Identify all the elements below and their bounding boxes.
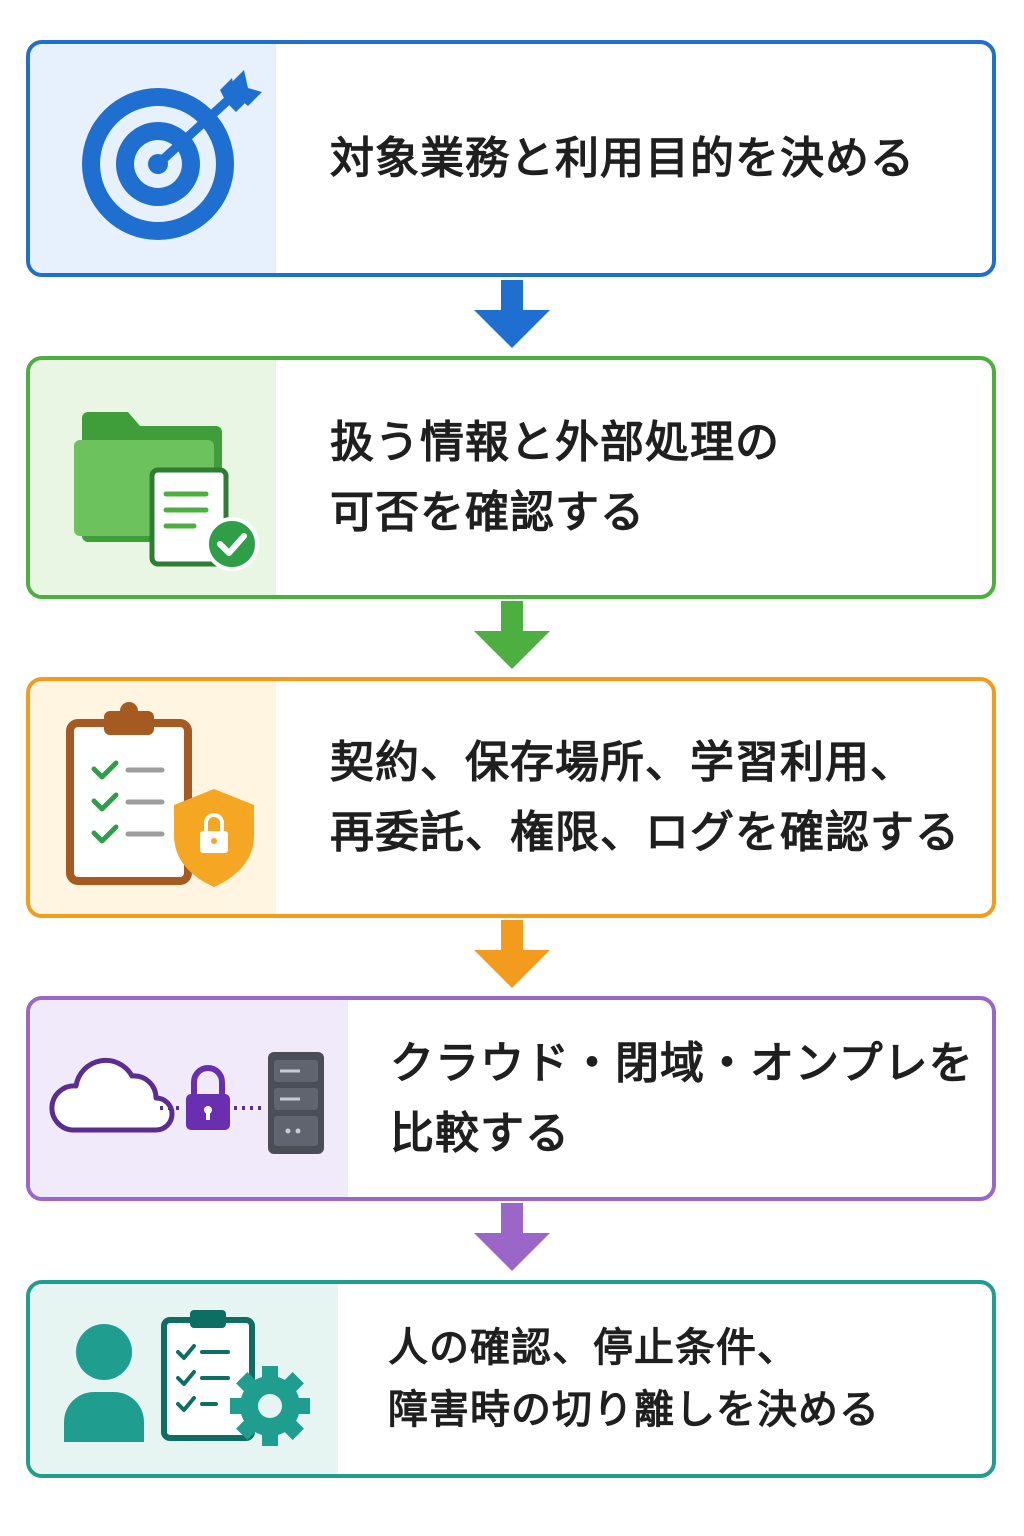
- step-card-operation: 人の確認、停止条件、 障害時の切り離しを決める: [26, 1280, 996, 1478]
- icon-panel: [30, 1284, 338, 1474]
- step-card-purpose: 対象業務と利用目的を決める: [26, 40, 996, 277]
- step-line: クラウド・閉域・オンプレを: [390, 1037, 974, 1089]
- step-text: 人の確認、停止条件、 障害時の切り離しを決める: [388, 1284, 982, 1474]
- target-icon: [82, 70, 262, 240]
- down-arrow-icon: [474, 280, 550, 348]
- step-line: 人の確認、停止条件、: [388, 1325, 798, 1371]
- step-line: 可否を確認する: [330, 486, 645, 538]
- step-text: 契約、保存場所、学習利用、 再委託、権限、ログを確認する: [330, 681, 982, 914]
- down-arrow-icon: [474, 920, 550, 988]
- step-line: 契約、保存場所、学習利用、: [330, 736, 915, 788]
- icon-panel: [30, 360, 276, 595]
- step-text: 対象業務と利用目的を決める: [330, 44, 982, 273]
- step-line: 比較する: [390, 1107, 570, 1159]
- step-line: 扱う情報と外部処理の: [330, 416, 780, 468]
- clipboard-shield-icon: [66, 702, 254, 887]
- step-line: 再委託、権限、ログを確認する: [330, 806, 960, 858]
- step-text: クラウド・閉域・オンプレを 比較する: [390, 1000, 982, 1197]
- step-text: 扱う情報と外部処理の 可否を確認する: [330, 360, 982, 595]
- down-arrow-icon: [474, 601, 550, 669]
- step-card-data: 扱う情報と外部処理の 可否を確認する: [26, 356, 996, 599]
- cloud-lock-server-icon: [49, 1052, 324, 1154]
- person-clipboard-gear-icon: [64, 1310, 310, 1446]
- step-card-contract: 契約、保存場所、学習利用、 再委託、権限、ログを確認する: [26, 677, 996, 918]
- step-card-environment: クラウド・閉域・オンプレを 比較する: [26, 996, 996, 1201]
- step-line: 対象業務と利用目的を決める: [330, 132, 915, 184]
- icon-panel: [30, 44, 276, 273]
- down-arrow-icon: [474, 1203, 550, 1271]
- step-line: 障害時の切り離しを決める: [388, 1387, 880, 1433]
- folder-document-check-icon: [72, 412, 259, 571]
- icon-panel: [30, 1000, 348, 1197]
- icon-panel: [30, 681, 276, 914]
